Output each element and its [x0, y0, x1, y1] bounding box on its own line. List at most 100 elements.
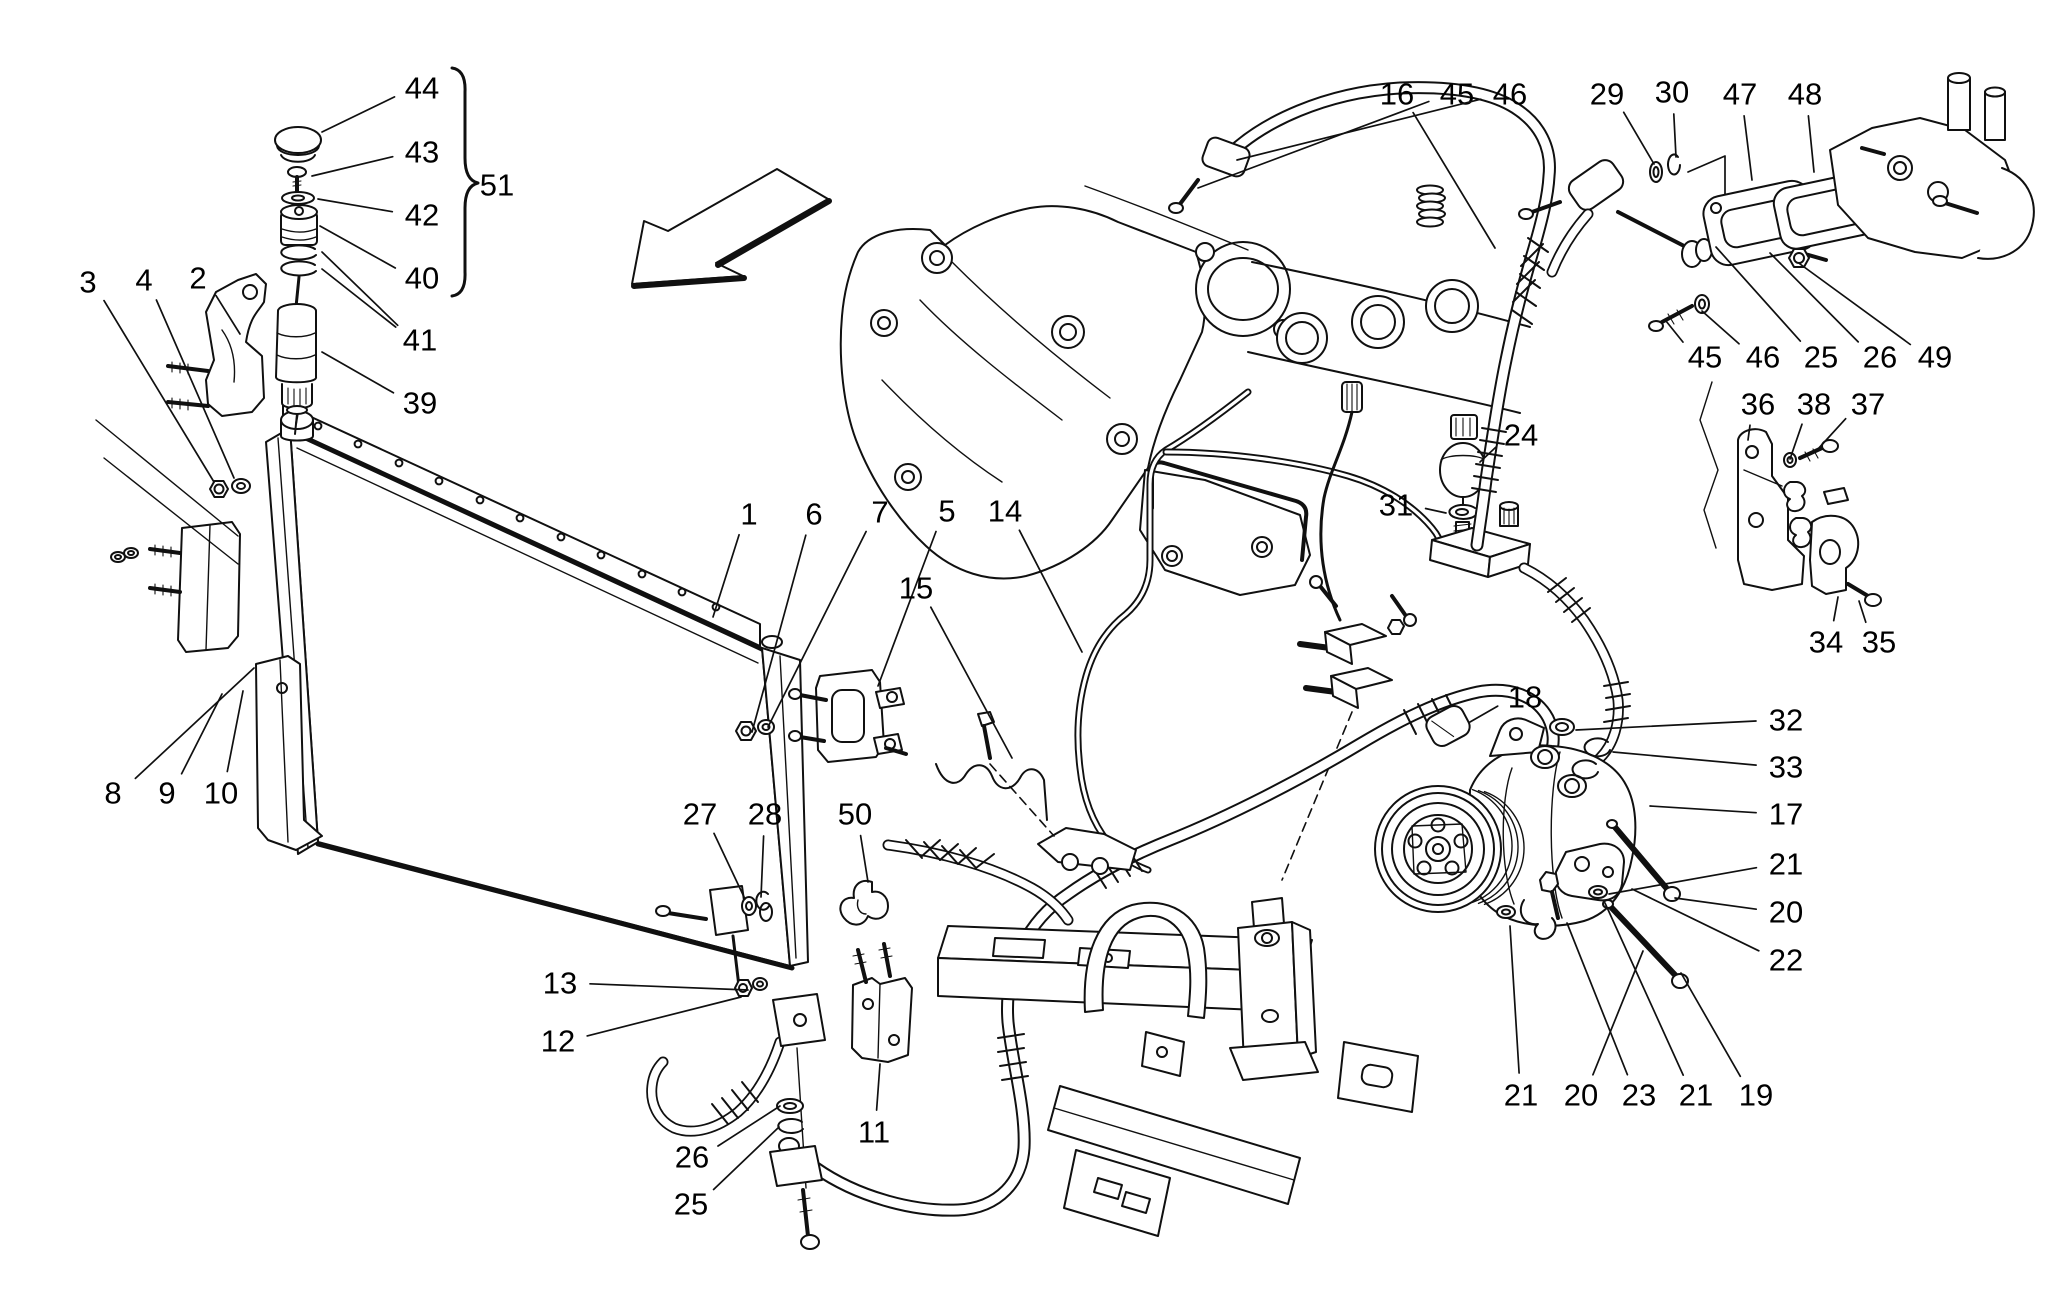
leader-line-20 [1674, 897, 1758, 911]
part-number-23: 23 [1622, 1078, 1656, 1113]
part-number-22: 22 [1769, 943, 1803, 978]
leader-line-42 [317, 198, 394, 213]
bracket-11 [851, 942, 913, 1063]
part-number-27: 27 [683, 797, 717, 832]
leader-line-41 [321, 251, 399, 327]
brace-51 [450, 66, 480, 298]
part-number-32: 32 [1769, 703, 1803, 738]
callout-20: 20 [1564, 950, 1644, 1113]
part-number-11: 11 [858, 1115, 890, 1150]
part-number-20: 20 [1769, 895, 1803, 930]
leader-line-20 [1592, 950, 1644, 1076]
part-number-7: 7 [871, 495, 888, 530]
callout-42: 42 [317, 198, 439, 233]
leader-line-33 [1612, 751, 1757, 766]
foot-bracket-lower-left [255, 655, 323, 851]
nut-3 [209, 480, 229, 498]
leader-line-6 [751, 534, 807, 733]
callout-43: 43 [311, 135, 439, 177]
callout-41: 41 [321, 251, 437, 358]
callout-36: 36 [1741, 387, 1775, 441]
part-number-6: 6 [805, 497, 822, 532]
hose-16 [1168, 81, 1556, 552]
leader-line-22 [1631, 888, 1760, 952]
nut-49 [1788, 248, 1810, 268]
leader-line-12 [586, 996, 742, 1037]
o-ring-31 [1448, 503, 1477, 520]
part-number-39: 39 [403, 386, 437, 421]
part-number-46: 46 [1746, 340, 1780, 375]
callout-12: 12 [541, 996, 742, 1059]
part-number-10: 10 [204, 776, 238, 811]
part-number-26: 26 [1863, 340, 1897, 375]
callout-23: 23 [1566, 922, 1656, 1113]
callout-16: 16 [1380, 77, 1496, 249]
stud-clamp-23 [1519, 871, 1560, 940]
leader-line-19 [1680, 972, 1742, 1078]
callout-39: 39 [321, 351, 437, 421]
callout-26: 26 [1769, 252, 1897, 375]
callout-4: 4 [135, 263, 235, 479]
part-number-45: 45 [1688, 340, 1722, 375]
leader-line-48 [1807, 115, 1815, 173]
screw-45-washer-46 [1648, 294, 1710, 332]
pipe-14 [1074, 388, 1448, 874]
compressor-ear [1489, 717, 1545, 757]
leader-line-3 [103, 299, 215, 483]
part-number-33: 33 [1769, 750, 1803, 785]
compressor-assembly [1374, 705, 1689, 989]
snap-ring-33 [1571, 737, 1611, 780]
part-number-20: 20 [1564, 1078, 1598, 1113]
leader-line-40 [319, 225, 397, 269]
callout-24: 24 [1479, 418, 1538, 463]
part-number-12: 12 [541, 1024, 575, 1059]
leader-line-32 [1575, 720, 1757, 731]
bushing-26 [1681, 238, 1713, 268]
lower-left-bracket-8 [95, 419, 241, 653]
part-number-29: 29 [1590, 77, 1624, 112]
leader-line-17 [1649, 805, 1757, 814]
leader-line-25 [1715, 246, 1802, 342]
part-number-30: 30 [1655, 75, 1689, 110]
leader-line-25 [712, 1126, 780, 1191]
leader-line-8 [134, 667, 255, 780]
leader-line-31 [1424, 507, 1447, 514]
drier-rod [294, 275, 301, 309]
callout-25: 25 [1715, 246, 1838, 375]
chassis-frame [935, 711, 1419, 1237]
callout-26: 26 [675, 1105, 781, 1175]
part-number-31: 31 [1379, 488, 1413, 523]
nut-13-washer-12 [734, 977, 768, 997]
knurled-cap [1499, 501, 1519, 527]
leader-line-46 [1236, 98, 1482, 161]
part-number-43: 43 [405, 135, 439, 170]
callout-28: 28 [748, 797, 782, 898]
leader-line-21 [1604, 902, 1685, 1076]
hoses [646, 81, 1631, 1217]
callout-34: 34 [1809, 596, 1843, 660]
callout-31: 31 [1379, 488, 1447, 523]
screw-43 [287, 166, 307, 193]
part-number-21: 21 [1679, 1078, 1713, 1113]
leader-line-29 [1622, 111, 1655, 165]
leader-line-14 [1018, 529, 1083, 653]
callout-29: 29 [1590, 77, 1655, 165]
long-bolts-19-20 [1602, 819, 1689, 989]
cap-44 [274, 126, 322, 163]
leader-line-39 [321, 351, 395, 394]
callout-38: 38 [1789, 387, 1831, 460]
callout-21: 21 [1604, 902, 1713, 1113]
leader-line-37 [1817, 417, 1847, 450]
bracket-5 [788, 669, 908, 763]
brace-51-label: 51 [480, 168, 514, 203]
callout-10: 10 [204, 690, 244, 811]
part-number-34: 34 [1809, 625, 1843, 660]
leader-line-10 [226, 690, 244, 773]
part-number-21: 21 [1769, 847, 1803, 882]
hose-clamp-blocks [1281, 623, 1393, 881]
part-number-41: 41 [403, 323, 437, 358]
braid-texture [905, 839, 995, 869]
part-number-45: 45 [1440, 77, 1474, 112]
leader-line-5 [877, 530, 937, 687]
part-number-13: 13 [543, 966, 577, 1001]
